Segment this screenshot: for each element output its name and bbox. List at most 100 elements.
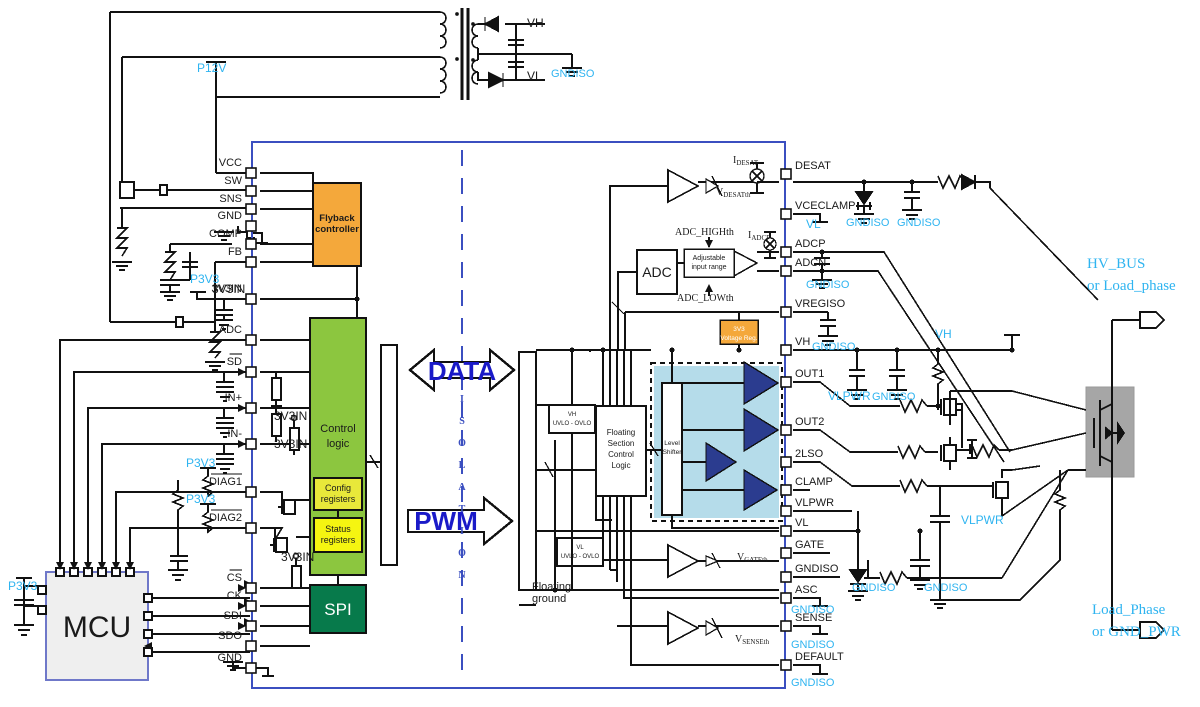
adjustable-input-range-label-1: input range <box>691 264 726 271</box>
left-pin-sw: SW <box>224 175 257 197</box>
terminal-label-1-0: Load_Phase <box>1092 602 1166 618</box>
annotation-iadcp: IADCP <box>748 230 770 242</box>
svg-text:VGATEth: VGATEth <box>737 552 768 564</box>
pin-label: CS <box>227 572 242 584</box>
net-label-p3v3: P3V3 <box>186 492 216 506</box>
pin-square <box>780 246 792 258</box>
left-pin-adc: ADC <box>219 324 257 346</box>
pin-square <box>245 366 257 378</box>
pin-label: SNS <box>219 193 242 205</box>
vl-uvlo-label-0: VL <box>576 545 584 551</box>
mcu-label: MCU <box>63 611 131 644</box>
pin-square <box>245 220 257 232</box>
control-logic-label-1: logic <box>327 438 350 450</box>
net-label-vl: VL <box>806 217 821 231</box>
vl-uvlo-ovlo-block <box>556 537 604 567</box>
right-pin-out1: OUT1 <box>780 368 824 388</box>
pin-label: 2LSO <box>795 448 824 460</box>
internal-bus-right <box>518 351 537 591</box>
pin-label: IN+ <box>225 392 242 404</box>
vh-uvlo-label-1: UVLO - OVLO <box>553 421 592 427</box>
net-label-gndiso: GNDISO <box>806 279 850 291</box>
pin-square <box>245 438 257 450</box>
pin-square <box>245 293 257 305</box>
svg-text:IADCP: IADCP <box>748 230 770 242</box>
pin-label: COMP <box>209 228 242 240</box>
floating-internal-wiring <box>519 347 779 666</box>
voltage-reg-label-0: 3V3 <box>733 326 745 333</box>
annotation-adc-lowth: ADC_LOWth <box>677 293 734 304</box>
pin-label: ADC <box>219 324 242 336</box>
pin-square <box>780 208 792 220</box>
gate-comparator-icon <box>667 543 700 579</box>
pin-square <box>780 547 792 559</box>
mcu-block <box>45 571 149 681</box>
fscl-label-1: Section <box>608 439 635 448</box>
adjustable-input-range-block <box>683 248 735 278</box>
svg-text:ADC_LOWth: ADC_LOWth <box>677 293 734 304</box>
vh-uvlo-label-0: VH <box>568 412 576 418</box>
right-pin-vl: VL <box>780 517 808 537</box>
left-pin-diag2: DIAG2 <box>209 509 257 534</box>
transformer-core <box>439 8 479 100</box>
left-pin-fb: FB <box>228 246 257 268</box>
pin-square <box>245 256 257 268</box>
pin-label: DIAG2 <box>209 512 242 524</box>
net-label-3v3in: 3V3IN <box>212 282 245 296</box>
block-labels: Flyback controller Control logic Config … <box>63 213 758 644</box>
diag-output-transistors <box>270 499 296 553</box>
pin-label: VREGISO <box>795 298 846 310</box>
left-passive-network <box>112 181 268 371</box>
annotation-vsenseth: VSENSEth <box>735 634 770 646</box>
pin-square <box>245 620 257 632</box>
pin-square <box>780 344 792 356</box>
pwm-arrow-label: PWM <box>414 506 478 536</box>
svg-text:Floating: Floating <box>532 581 571 593</box>
adjustable-input-range-label-0: Adjustable <box>693 255 726 262</box>
left-pin-ck: CK <box>227 590 257 612</box>
annotation-vgateth: VGATEth <box>737 552 768 564</box>
mcu-supply <box>14 577 38 636</box>
input-esd-network <box>216 372 234 474</box>
pin-label: VH <box>795 336 810 348</box>
left-pin-group: VCCSWSNSGNDCOMPFB3V3INADCSDIN+IN-DIAG1DI… <box>209 157 257 674</box>
sense-comparator-icon <box>667 610 700 646</box>
net-label-3v3in: 3V3IN <box>274 409 307 423</box>
net-label-p3v3: P3V3 <box>8 579 38 593</box>
pin-square <box>780 306 792 318</box>
desat-comparator-icon <box>667 168 700 204</box>
pin-label: GND <box>218 210 243 222</box>
right-pin-adcn: ADCN <box>780 257 826 277</box>
isolation-letter-0: I <box>460 394 464 405</box>
pin-square <box>245 402 257 414</box>
pin-label: DESAT <box>795 160 831 172</box>
level-shifter-label-1: Shifter <box>663 449 683 456</box>
right-pin-sense: SENSE <box>780 612 832 632</box>
flyback-primary-wiring <box>109 11 440 323</box>
fscl-label-3: Logic <box>611 461 630 470</box>
pin-square <box>780 592 792 604</box>
pin-label: CK <box>227 590 243 602</box>
net-label-vh: VH <box>935 327 952 341</box>
pin-square <box>780 424 792 436</box>
net-label-gndiso: GNDISO <box>551 68 595 80</box>
right-pin-vlpwr: VLPWR <box>780 497 834 517</box>
pin-label: DIAG1 <box>209 476 242 488</box>
pin-square <box>780 571 792 583</box>
pin-square <box>245 185 257 197</box>
net-label-gndiso: GNDISO <box>872 391 916 403</box>
left-pin-in-: IN- <box>227 428 257 450</box>
left-pin-cs: CS <box>227 569 257 594</box>
net-label-vlpwr: VLPWR <box>961 513 1004 527</box>
net-label-gndiso: GNDISO <box>852 582 896 594</box>
right-pin-2lso: 2LSO <box>780 448 824 468</box>
svg-text:ground: ground <box>532 593 566 605</box>
left-pin-gnd: GND <box>218 652 257 674</box>
pin-square <box>245 600 257 612</box>
config-registers-block <box>313 477 363 511</box>
pin-square <box>780 168 792 180</box>
pin-label: IN- <box>227 428 242 440</box>
